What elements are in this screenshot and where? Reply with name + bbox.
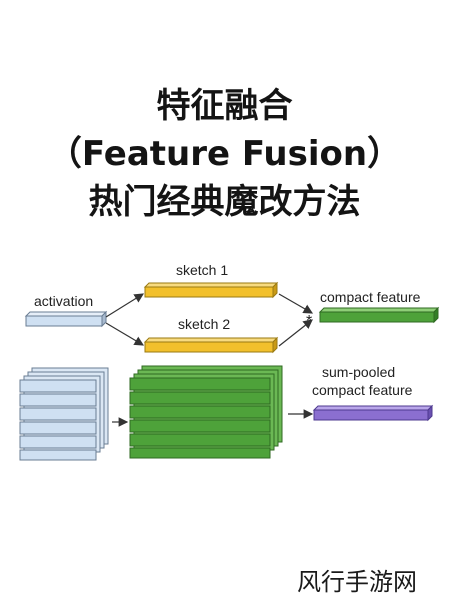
compact-feature-stack: [129, 365, 283, 459]
sketch2-bar: [143, 336, 279, 354]
activation-label: activation: [34, 293, 93, 309]
sketch1-label: sketch 1: [176, 262, 228, 278]
title-line-3: 热门经典魔改方法: [88, 182, 361, 222]
activation-stack: [19, 367, 109, 461]
title-line-2: （Feature Fusion）: [47, 134, 402, 174]
sketch2-label: sketch 2: [178, 316, 230, 332]
compact-feature-bar: [318, 306, 440, 324]
arrow-to-sketch1: [105, 293, 145, 318]
sumpooled-feature-bar: [312, 404, 434, 422]
feature-fusion-diagram: activation sketch 1 sketch 2 * compact f…: [19, 262, 440, 461]
activation-bar: [24, 310, 108, 328]
arrow-sketch1-to-compact: [278, 293, 314, 314]
sumpooled-label-line2: compact feature: [312, 382, 413, 398]
sketch1-bar: [143, 281, 279, 299]
arrow-to-sketch2: [105, 322, 145, 346]
watermark: 风行手游网: [297, 568, 417, 596]
title-line-1: 特征融合: [156, 86, 293, 126]
convolution-operator: *: [306, 313, 312, 330]
compact-feature-label: compact feature: [320, 289, 421, 305]
arrow-sketch2-to-compact: [278, 319, 313, 347]
sumpooled-label-line1: sum-pooled: [322, 364, 395, 380]
